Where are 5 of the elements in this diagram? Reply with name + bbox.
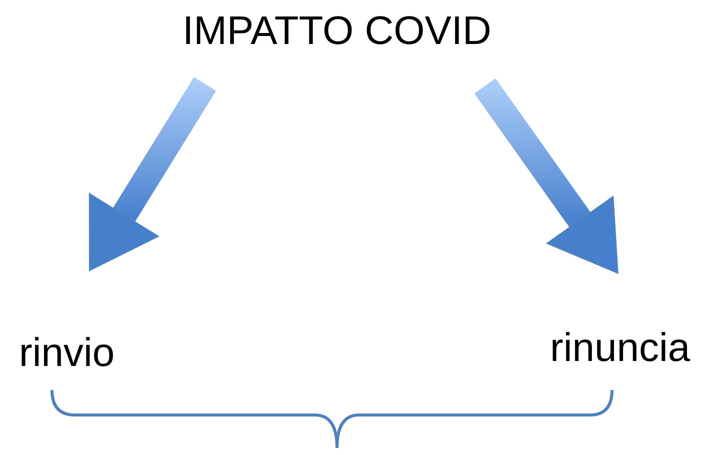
node-label: rinvio bbox=[19, 330, 115, 376]
block-arrow bbox=[88, 77, 216, 271]
title-text: IMPATTO COVID bbox=[182, 8, 492, 54]
node-label: rinuncia bbox=[550, 325, 690, 371]
block-arrow bbox=[474, 78, 618, 274]
